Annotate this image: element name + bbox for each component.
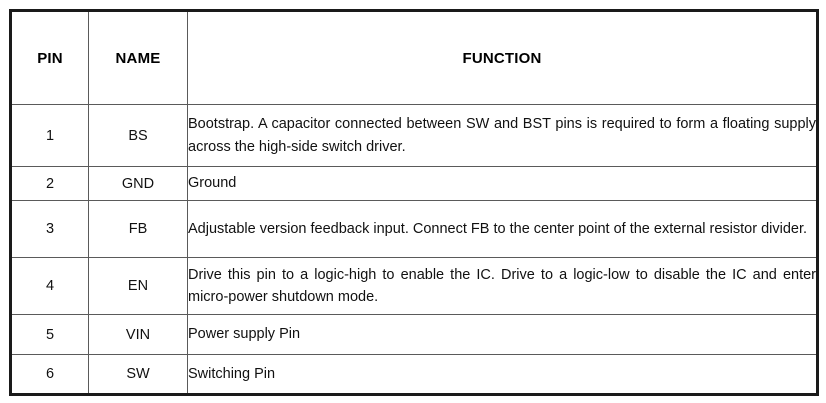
table-row: 4 EN Drive this pin to a logic-high to e… [10, 257, 818, 315]
cell-function-text: Adjustable version feedback input. Conne… [188, 220, 808, 237]
cell-function: Switching Pin [187, 354, 818, 395]
table-header-row: PIN NAME FUNCTION [10, 10, 818, 105]
cell-pin: 2 [10, 166, 89, 201]
cell-name: FB [88, 200, 188, 258]
table-row: 6 SW Switching Pin [10, 354, 818, 395]
cell-function-text: Bootstrap. A capacitor connected between… [188, 116, 816, 155]
cell-function: Bootstrap. A capacitor connected between… [187, 104, 818, 167]
cell-pin: 4 [10, 257, 89, 315]
cell-name: GND [88, 166, 188, 201]
cell-name: BS [88, 104, 188, 167]
cell-name: VIN [88, 314, 188, 355]
cell-pin: 1 [10, 104, 89, 167]
column-header-name: NAME [88, 10, 188, 105]
pin-description-table: PIN NAME FUNCTION 1 BS Bootstrap. A capa… [9, 9, 819, 396]
cell-pin: 3 [10, 200, 89, 258]
cell-function-text: Power supply Pin [188, 326, 301, 343]
table-body: 1 BS Bootstrap. A capacitor connected be… [10, 104, 818, 395]
table-row: 5 VIN Power supply Pin [10, 314, 818, 355]
cell-function: Drive this pin to a logic-high to enable… [187, 257, 818, 315]
cell-pin: 6 [10, 354, 89, 395]
cell-name: EN [88, 257, 188, 315]
cell-function: Power supply Pin [187, 314, 818, 355]
column-header-pin: PIN [10, 10, 89, 105]
cell-function-text: Ground [188, 175, 237, 192]
cell-name: SW [88, 354, 188, 395]
table-row: 1 BS Bootstrap. A capacitor connected be… [10, 104, 818, 167]
table-row: 2 GND Ground [10, 166, 818, 201]
cell-function: Ground [187, 166, 818, 201]
cell-pin: 5 [10, 314, 89, 355]
cell-function-text: Switching Pin [188, 365, 276, 382]
cell-function-text: Drive this pin to a logic-high to enable… [188, 266, 816, 305]
cell-function: Adjustable version feedback input. Conne… [187, 200, 818, 258]
column-header-function: FUNCTION [187, 10, 818, 105]
table-row: 3 FB Adjustable version feedback input. … [10, 200, 818, 258]
